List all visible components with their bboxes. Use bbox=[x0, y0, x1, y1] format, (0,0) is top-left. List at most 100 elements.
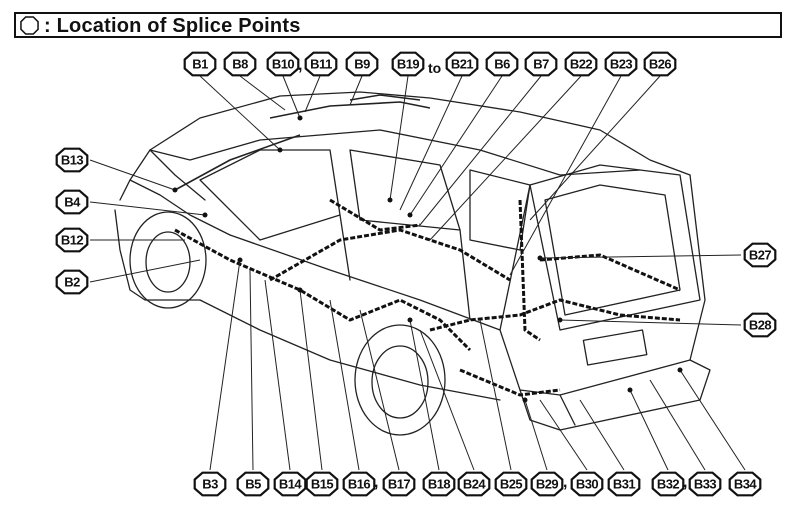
page-title: : Location of Splice Points bbox=[44, 15, 301, 37]
splice-label-text: B7 bbox=[533, 56, 549, 72]
splice-label-text: B26 bbox=[648, 56, 672, 72]
splice-label-text: B29 bbox=[535, 476, 559, 492]
octagon-badge-icon bbox=[55, 227, 89, 253]
octagon-badge-icon bbox=[183, 51, 217, 77]
splice-label-b9: B9 bbox=[345, 51, 379, 77]
splice-label-b8: B8 bbox=[223, 51, 257, 77]
splice-label-b10: B10 bbox=[266, 51, 300, 77]
octagon-badge-icon bbox=[530, 471, 564, 497]
hexagon-outline-icon bbox=[20, 16, 39, 35]
splice-label-text: B15 bbox=[310, 476, 334, 492]
splice-label-text: B9 bbox=[354, 56, 370, 72]
splice-label-text: B19 bbox=[396, 56, 420, 72]
splice-label-text: B23 bbox=[609, 56, 633, 72]
splice-label-b19: B19 bbox=[391, 51, 425, 77]
octagon-badge-icon bbox=[643, 51, 677, 77]
splice-label-b2: B2 bbox=[55, 269, 89, 295]
splice-label-text: B34 bbox=[733, 476, 757, 492]
splice-label-b21: B21 bbox=[445, 51, 479, 77]
splice-label-b6: B6 bbox=[485, 51, 519, 77]
octagon-badge-icon bbox=[55, 269, 89, 295]
splice-label-b34: B34 bbox=[728, 471, 762, 497]
splice-label-text: B28 bbox=[748, 317, 772, 333]
title-bar: : Location of Splice Points bbox=[14, 12, 782, 38]
octagon-badge-icon bbox=[728, 471, 762, 497]
splice-label-b15: B15 bbox=[305, 471, 339, 497]
octagon-badge-icon bbox=[494, 471, 528, 497]
splice-label-b33: B33 bbox=[688, 471, 722, 497]
octagon-badge-icon bbox=[457, 471, 491, 497]
octagon-badge-icon bbox=[743, 312, 777, 338]
octagon-badge-icon bbox=[193, 471, 227, 497]
octagon-badge-icon bbox=[422, 471, 456, 497]
separator-comma: , bbox=[683, 474, 688, 491]
splice-label-text: B2 bbox=[64, 274, 80, 290]
splice-label-b26: B26 bbox=[643, 51, 677, 77]
splice-label-text: B16 bbox=[347, 476, 371, 492]
octagon-badge-icon bbox=[570, 471, 604, 497]
splice-label-b29: B29 bbox=[530, 471, 564, 497]
splice-label-b5: B5 bbox=[236, 471, 270, 497]
splice-label-b24: B24 bbox=[457, 471, 491, 497]
octagon-badge-icon bbox=[607, 471, 641, 497]
splice-label-text: B24 bbox=[462, 476, 486, 492]
splice-label-text: B27 bbox=[748, 247, 772, 263]
splice-label-b17: B17 bbox=[382, 471, 416, 497]
splice-label-text: B4 bbox=[64, 194, 80, 210]
splice-label-b22: B22 bbox=[564, 51, 598, 77]
splice-label-text: B30 bbox=[575, 476, 599, 492]
separator-comma: , bbox=[374, 474, 379, 491]
octagon-badge-icon bbox=[391, 51, 425, 77]
octagon-badge-icon bbox=[604, 51, 638, 77]
octagon-badge-icon bbox=[55, 147, 89, 173]
octagon-badge-icon bbox=[345, 51, 379, 77]
splice-label-text: B11 bbox=[310, 56, 332, 72]
splice-label-text: B1 bbox=[192, 56, 208, 72]
splice-label-text: B5 bbox=[245, 476, 261, 492]
splice-label-text: B33 bbox=[693, 476, 717, 492]
splice-label-text: B6 bbox=[494, 56, 510, 72]
splice-label-b27: B27 bbox=[743, 242, 777, 268]
splice-label-b12: B12 bbox=[55, 227, 89, 253]
splice-label-text: B10 bbox=[271, 56, 295, 72]
splice-label-text: B3 bbox=[202, 476, 218, 492]
splice-label-b11: B11 bbox=[304, 51, 338, 77]
splice-label-b4: B4 bbox=[55, 189, 89, 215]
splice-label-b23: B23 bbox=[604, 51, 638, 77]
splice-label-text: B21 bbox=[450, 56, 474, 72]
splice-label-b13: B13 bbox=[55, 147, 89, 173]
splice-label-b7: B7 bbox=[524, 51, 558, 77]
octagon-badge-icon bbox=[55, 189, 89, 215]
octagon-badge-icon bbox=[445, 51, 479, 77]
octagon-badge-icon bbox=[524, 51, 558, 77]
splice-label-b3: B3 bbox=[193, 471, 227, 497]
splice-label-b28: B28 bbox=[743, 312, 777, 338]
octagon-badge-icon bbox=[266, 51, 300, 77]
splice-label-b18: B18 bbox=[422, 471, 456, 497]
splice-label-b16: B16 bbox=[342, 471, 376, 497]
octagon-badge-icon bbox=[305, 471, 339, 497]
splice-label-b25: B25 bbox=[494, 471, 528, 497]
splice-label-text: B32 bbox=[656, 476, 680, 492]
splice-label-text: B8 bbox=[232, 56, 248, 72]
splice-label-text: B22 bbox=[569, 56, 593, 72]
splice-label-b32: B32 bbox=[651, 471, 685, 497]
octagon-badge-icon bbox=[273, 471, 307, 497]
splice-label-b14: B14 bbox=[273, 471, 307, 497]
octagon-badge-icon bbox=[304, 51, 338, 77]
octagon-badge-icon bbox=[651, 471, 685, 497]
octagon-badge-icon bbox=[688, 471, 722, 497]
octagon-badge-icon bbox=[382, 471, 416, 497]
octagon-badge-icon bbox=[743, 242, 777, 268]
octagon-badge-icon bbox=[564, 51, 598, 77]
octagon-badge-icon bbox=[236, 471, 270, 497]
octagon-badge-icon bbox=[485, 51, 519, 77]
splice-label-text: B31 bbox=[612, 476, 636, 492]
splice-label-text: B12 bbox=[60, 232, 84, 248]
separator-comma: , bbox=[563, 474, 568, 491]
splice-label-text: B17 bbox=[387, 476, 411, 492]
splice-label-text: B25 bbox=[499, 476, 523, 492]
splice-label-text: B14 bbox=[278, 476, 302, 492]
separator-comma: , bbox=[298, 57, 303, 74]
